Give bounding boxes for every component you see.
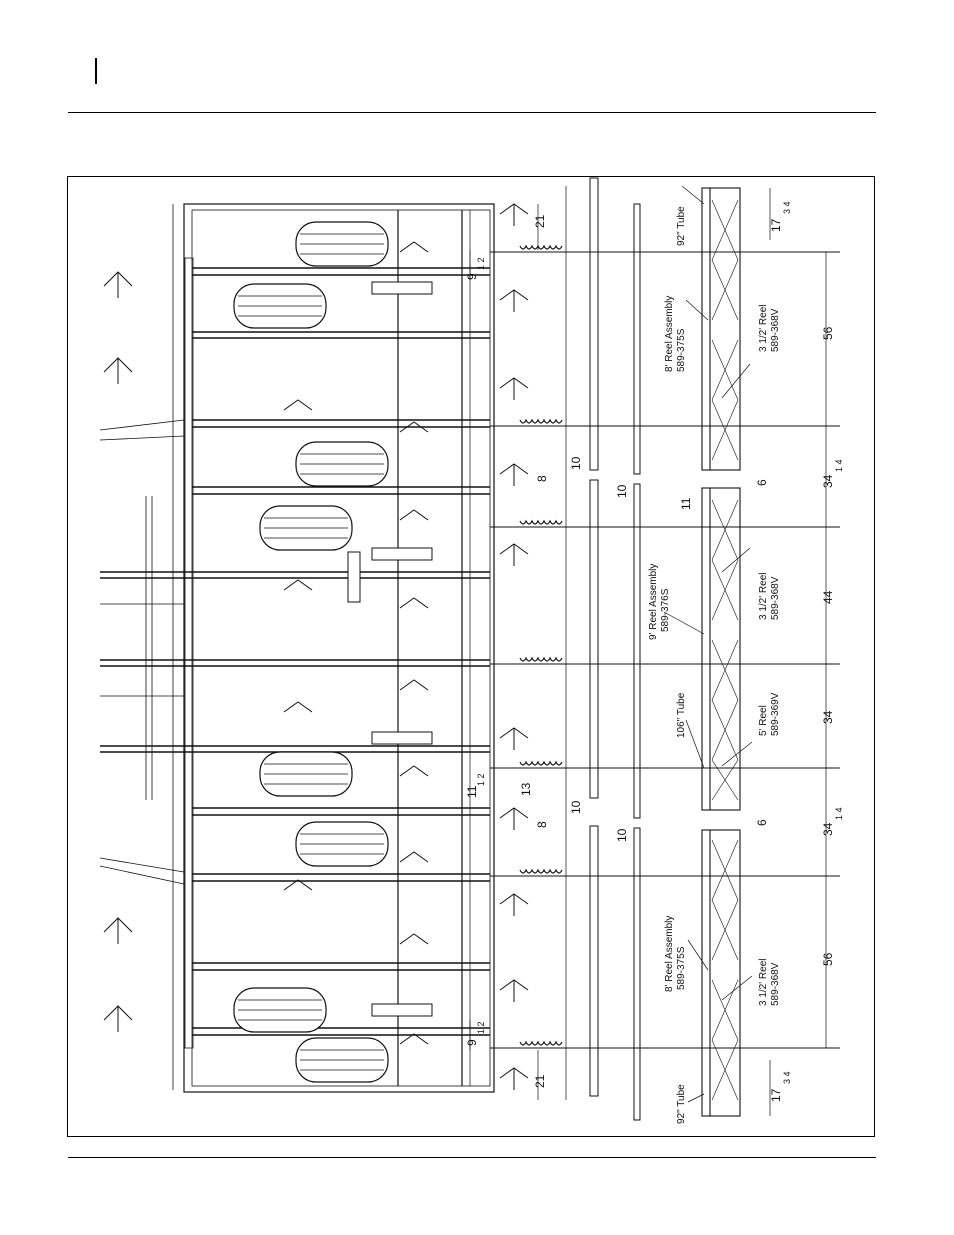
dim-17-top: 17 <box>769 218 783 232</box>
dim-10-bottom-b: 10 <box>615 828 629 842</box>
dim-10-bottom-a: 10 <box>569 800 583 814</box>
label-589-368V-bottom: 589-368V <box>770 962 781 1006</box>
hydraulic-cylinders <box>348 282 432 1016</box>
dim-13: 13 <box>519 782 533 796</box>
label-3-5-reel-top: 3 1/2' Reel <box>758 305 769 353</box>
rolling-reels <box>702 188 740 1116</box>
dim-8-bottom: 8 <box>535 821 549 828</box>
dim-9-bottom: 9 <box>465 1039 479 1046</box>
dim-9-bottom-frac: 1 2 <box>476 1021 486 1034</box>
dim-21-bottom: 21 <box>533 1074 547 1088</box>
label-589-375S-top: 589-375S <box>676 328 687 372</box>
dim-34-top: 34 <box>821 474 835 488</box>
dim-56-top: 56 <box>821 326 835 340</box>
dim-9-top: 9 <box>465 273 479 280</box>
label-106-tube: 106" Tube <box>676 692 687 738</box>
label-589-368V-mid: 589-368V <box>770 576 781 620</box>
dim-10-top-a: 10 <box>569 456 583 470</box>
label-92-tube-bottom: 92" Tube <box>676 1084 687 1124</box>
dim-10-top-b: 10 <box>615 484 629 498</box>
dim-6-top: 6 <box>755 479 769 486</box>
dim-6-bottom: 6 <box>755 819 769 826</box>
dim-44: 44 <box>821 590 835 604</box>
dim-17-bottom-frac: 3 4 <box>782 1071 792 1084</box>
dim-11-mid: 11 <box>465 785 479 798</box>
label-3-5-reel-bottom: 3 1/2' Reel <box>758 959 769 1007</box>
label-589-368V-top: 589-368V <box>770 308 781 352</box>
label-589-375S-bottom: 589-375S <box>676 946 687 990</box>
dim-8-top: 8 <box>535 475 549 482</box>
dim-17-bottom: 17 <box>769 1088 783 1102</box>
dim-34-top-frac: 1 4 <box>834 459 844 472</box>
dim-9-top-frac: 1 2 <box>476 257 486 270</box>
label-5-reel: 5' Reel <box>758 705 769 736</box>
label-589-376S: 589-376S <box>660 588 671 632</box>
label-9-reel-assembly: 9' Reel Assembly <box>648 564 659 640</box>
dim-21-top: 21 <box>533 214 547 228</box>
harrow-bars <box>566 178 640 1120</box>
dim-34-bottom-frac: 1 4 <box>834 807 844 820</box>
label-8-reel-assembly-bottom: 8' Reel Assembly <box>664 916 675 992</box>
sweep-shanks <box>104 204 528 1090</box>
dim-11-top: 11 <box>679 497 693 510</box>
dim-17-top-frac: 3 4 <box>782 201 792 214</box>
label-3-5-reel-mid: 3 1/2' Reel <box>758 573 769 621</box>
label-589-369V: 589-369V <box>770 692 781 736</box>
label-8-reel-assembly-top: 8' Reel Assembly <box>664 296 675 372</box>
dim-34-mid: 34 <box>821 710 835 724</box>
label-92-tube-top: 92" Tube <box>676 206 687 246</box>
dim-11-mid-frac: 1 2 <box>476 773 486 786</box>
dim-56-bottom: 56 <box>821 952 835 966</box>
dim-34-bottom: 34 <box>821 822 835 836</box>
tire-group <box>234 222 388 1082</box>
